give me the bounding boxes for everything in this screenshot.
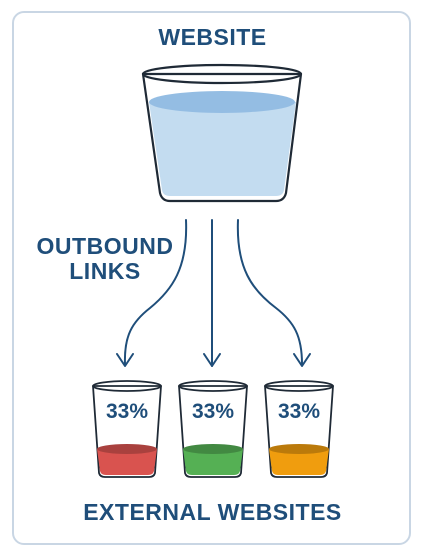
glass-3-liquid-surface xyxy=(269,444,329,454)
external-glass-3 xyxy=(264,380,334,478)
arrow-right xyxy=(236,219,303,365)
arrow-left xyxy=(123,219,188,365)
website-title: WEBSITE xyxy=(158,24,267,50)
website-water-surface xyxy=(149,91,295,113)
glass-3-liquid xyxy=(269,449,329,475)
external-glass-2 xyxy=(178,380,248,478)
website-water xyxy=(149,102,296,196)
external-glass-1 xyxy=(92,380,162,478)
glass-2-liquid xyxy=(183,449,243,475)
outbound-label-line-1: OUTBOUND xyxy=(36,233,174,259)
glass-1-liquid-surface xyxy=(97,444,157,454)
glass-2-liquid-surface xyxy=(183,444,243,454)
external-websites-label: EXTERNAL WEBSITES xyxy=(83,499,342,525)
outbound-label-line-2: LINKS xyxy=(69,258,141,284)
arrow-middle-head xyxy=(203,353,221,367)
arrow-left-head xyxy=(116,353,134,367)
glass-3-percent: 33% xyxy=(277,400,321,423)
glass-2-percent: 33% xyxy=(191,400,235,423)
glass-1-liquid xyxy=(97,449,157,475)
website-glass xyxy=(141,63,303,203)
arrow-right-head xyxy=(293,353,311,367)
glass-1-percent: 33% xyxy=(105,400,149,423)
